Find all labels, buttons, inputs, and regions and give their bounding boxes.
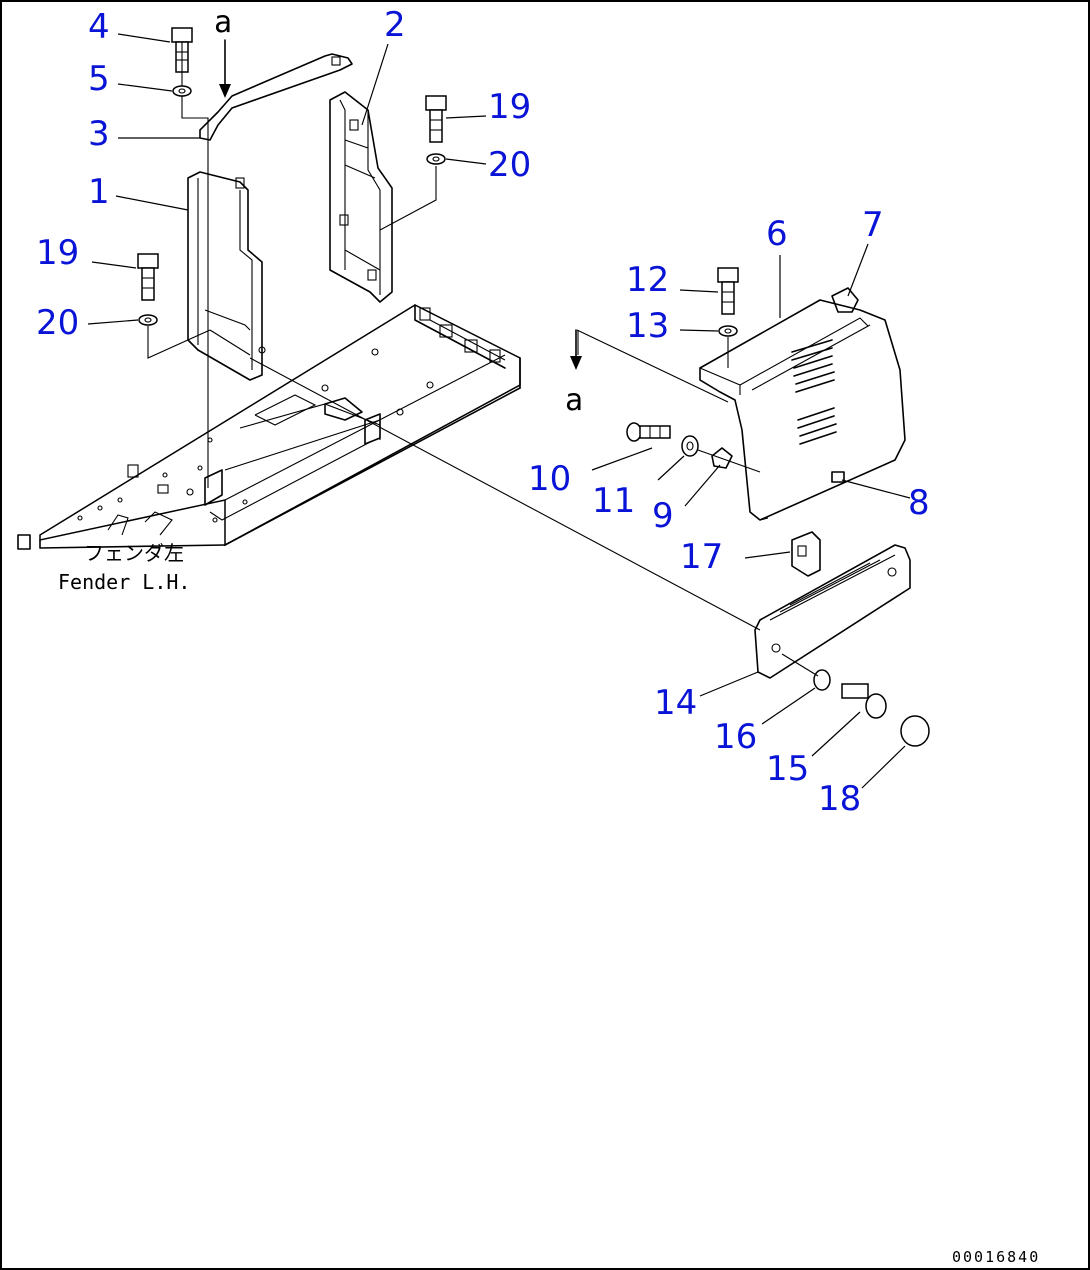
view-marker-right: a xyxy=(565,383,583,418)
part-7-bracket-drawing xyxy=(831,287,859,313)
washer-20b-hole xyxy=(432,156,440,162)
callout-15: 15 xyxy=(766,749,809,789)
washer-20b-drawing xyxy=(426,153,446,165)
bracket-17-drawing xyxy=(791,531,821,577)
part-1-panel-drawing xyxy=(187,171,266,381)
washer-5-hole xyxy=(178,88,186,94)
fender-label-jp: フェンダ左 xyxy=(84,541,184,565)
fender-clip xyxy=(17,534,31,550)
view-arrow-right xyxy=(570,329,582,370)
bolt-12-drawing xyxy=(717,267,739,315)
view-marker-top: a xyxy=(214,5,232,40)
callout-leaders xyxy=(87,33,911,789)
callout-7: 7 xyxy=(862,205,884,245)
callout-20-left: 20 xyxy=(36,303,79,343)
callout-13: 13 xyxy=(626,306,669,346)
part-3-strap-drawing xyxy=(199,53,353,141)
callout-4: 4 xyxy=(88,7,110,47)
callout-1: 1 xyxy=(88,172,110,212)
fender-label-en: Fender L.H. xyxy=(58,570,190,594)
bracket-17-slot xyxy=(797,545,807,557)
callout-20-right: 20 xyxy=(488,145,531,185)
bolt-19b-drawing xyxy=(425,95,447,143)
washer-5-drawing xyxy=(172,85,192,97)
washer-16-drawing xyxy=(813,669,831,691)
bolt-15-drawing xyxy=(841,683,887,719)
louver-vents xyxy=(791,339,837,445)
clip-9-drawing xyxy=(711,447,733,469)
washer-11-hole xyxy=(686,441,694,451)
part-8-latch-drawing xyxy=(831,471,845,483)
callout-16: 16 xyxy=(714,717,757,757)
cap-18-drawing xyxy=(900,715,930,747)
washer-11-drawing xyxy=(681,435,699,457)
assembly-lines xyxy=(147,42,819,677)
part-6-cover-drawing xyxy=(699,287,906,521)
view-arrow-top xyxy=(219,39,231,98)
part-2-panel-drawing xyxy=(329,91,393,303)
callout-6: 6 xyxy=(766,214,788,254)
fender-lh-drawing xyxy=(17,304,521,550)
washer-13-hole xyxy=(724,328,732,334)
callout-17: 17 xyxy=(680,537,723,577)
callout-2: 2 xyxy=(384,5,406,45)
callout-8: 8 xyxy=(908,483,930,523)
drawing-code: 00016840 xyxy=(952,1248,1040,1266)
callout-12: 12 xyxy=(626,260,669,300)
washer-20a-drawing xyxy=(138,314,158,326)
washer-13-drawing xyxy=(718,325,738,337)
callout-11: 11 xyxy=(592,481,635,521)
callout-14: 14 xyxy=(654,683,697,723)
callout-10: 10 xyxy=(528,459,571,499)
callout-5: 5 xyxy=(88,59,110,99)
callout-19-left: 19 xyxy=(36,233,79,273)
part-14-lower-cover-drawing xyxy=(754,544,911,679)
callout-3: 3 xyxy=(88,114,110,154)
bolt-19a-drawing xyxy=(137,253,159,301)
callout-19-right: 19 xyxy=(488,87,531,127)
callout-18: 18 xyxy=(818,779,861,819)
bolt-10-drawing xyxy=(626,422,671,442)
callout-9: 9 xyxy=(652,496,674,536)
washer-20a-hole xyxy=(144,317,152,323)
